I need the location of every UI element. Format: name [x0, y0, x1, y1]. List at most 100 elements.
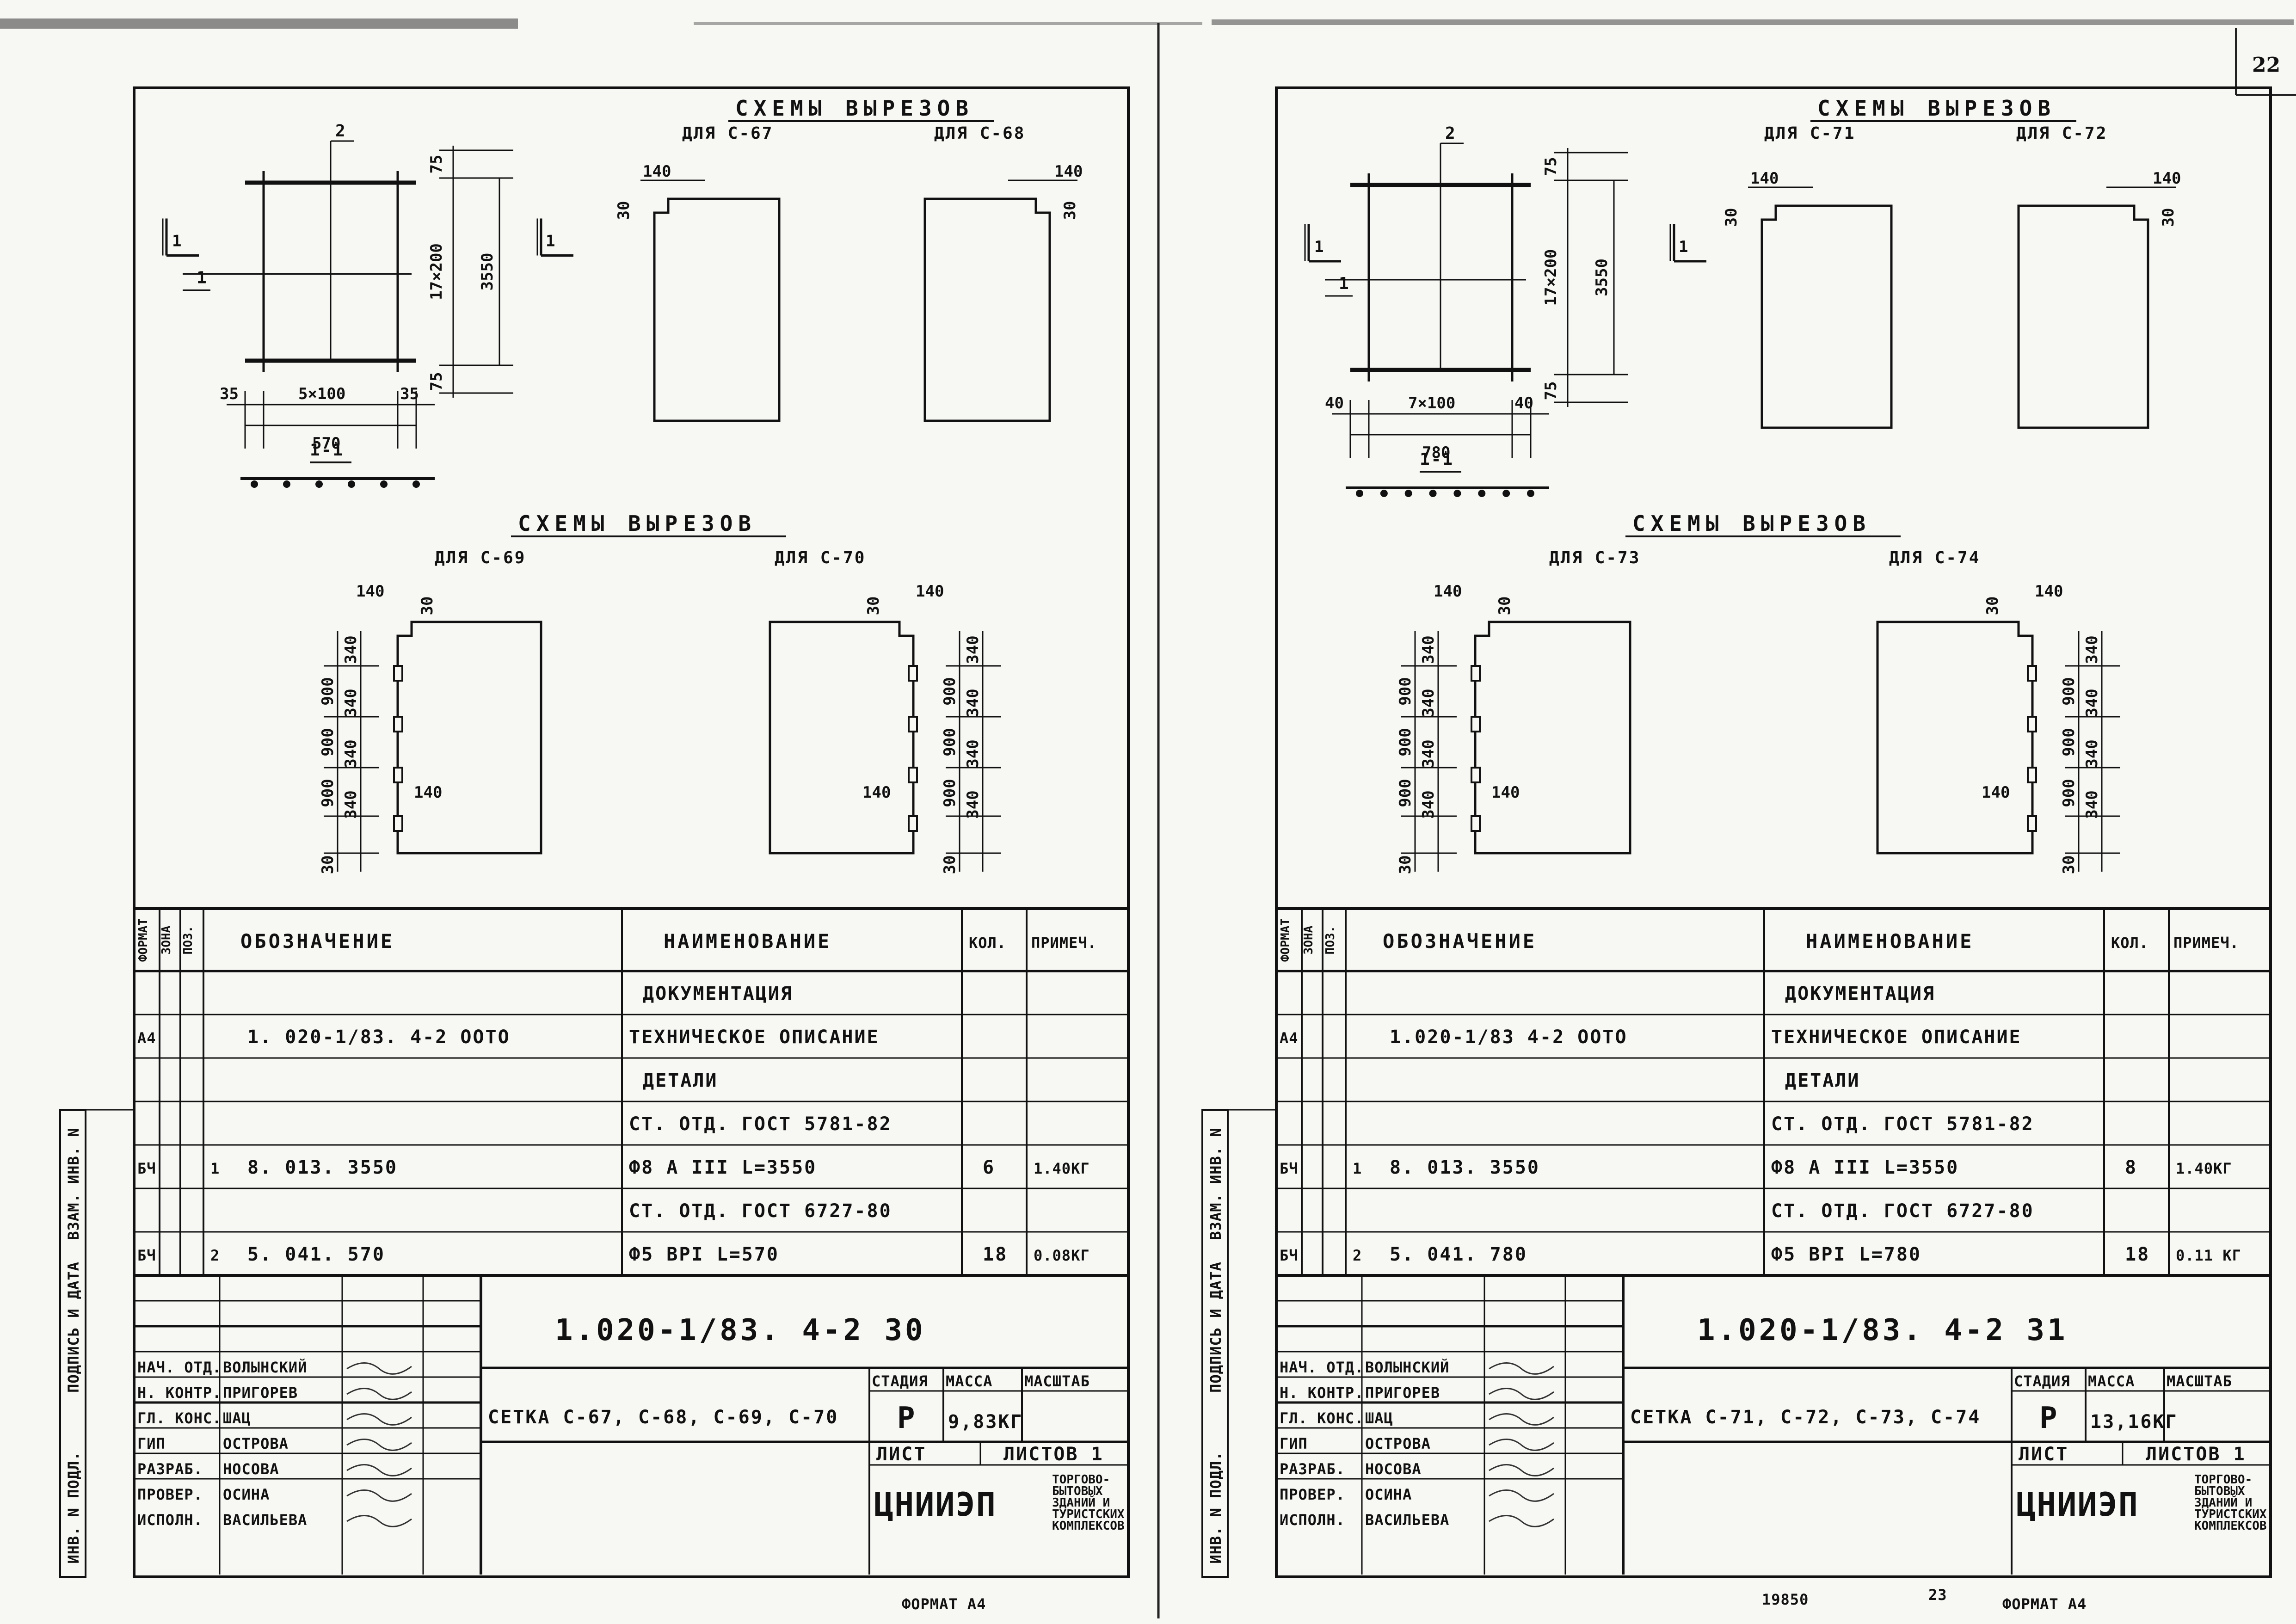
- dim-pitch-900: 900: [319, 677, 337, 705]
- dim-bar-spacing: 5×100: [298, 385, 345, 403]
- table-row: ДЕТАЛИ: [643, 1070, 717, 1091]
- row-note: 1.40КГ: [1034, 1160, 1090, 1177]
- dim-overall-width: 780: [1422, 443, 1450, 462]
- cut-dim-height-d: 30: [1983, 597, 2002, 615]
- stamp-person: ВОЛЫНСКИЙ: [223, 1359, 307, 1376]
- dim-pitch-900: 900: [319, 728, 337, 756]
- header-note: ПРИМЕЧ.: [1031, 934, 1097, 952]
- signature-mark: [346, 1515, 412, 1527]
- stamp-role: НАЧ. ОТД.: [1280, 1359, 1364, 1376]
- stamp-role: РАЗРАБ.: [1280, 1460, 1345, 1478]
- section-rod-dot: [1527, 490, 1534, 497]
- footer-format-left: ФОРМАТ А4: [902, 1595, 986, 1613]
- header-zone: ЗОНА: [160, 925, 173, 954]
- section-rod-dot: [251, 480, 258, 488]
- stamp-role: ГЛ. КОНС.: [1280, 1409, 1364, 1427]
- dim-edge-right: 35: [400, 385, 419, 403]
- dim-bottom-30: 30: [1396, 855, 1415, 874]
- side-notch-d: [908, 665, 918, 682]
- signature-mark: [1489, 1515, 1554, 1527]
- label-mass: МАССА: [2088, 1372, 2135, 1390]
- cut-dim-height-a: 30: [615, 201, 633, 220]
- cutout-panel-c: [396, 621, 542, 855]
- section-rod-dot: [283, 480, 290, 488]
- scan-edge-top: [694, 22, 1202, 25]
- dim-overall-height: 3550: [1593, 258, 1611, 296]
- stamp-role: ПРОВЕР.: [137, 1486, 203, 1503]
- cut-dim-width-b: 140: [2153, 169, 2181, 188]
- cut-dim-width-b: 140: [1054, 162, 1083, 181]
- label-stage: СТАДИЯ: [2014, 1372, 2070, 1390]
- row-qty: 8: [2125, 1157, 2137, 1178]
- stamp-person: ОСИНА: [1365, 1486, 1412, 1503]
- row-format: А4: [137, 1029, 156, 1047]
- org-subtitle: ТУРИСТСКИХ: [1052, 1507, 1125, 1521]
- dim-bar-spacing: 7×100: [1408, 394, 1455, 412]
- cutout-panel-a: [653, 197, 781, 422]
- cut-dim-height-a: 30: [1722, 208, 1741, 227]
- org-subtitle: БЫТОВЫХ: [2194, 1484, 2245, 1498]
- row-note: 1.40КГ: [2176, 1160, 2232, 1177]
- cut-dim-width-d: 140: [2035, 582, 2063, 601]
- position-1-marker: 1: [1339, 274, 1350, 293]
- table-row: СТ. ОТД. ГОСТ 5781-82: [1771, 1113, 2034, 1135]
- cutout-label-b: ДЛЯ С-68: [934, 124, 1025, 143]
- stamp-role: ГИП: [1280, 1435, 1308, 1452]
- cutout-label-d: ДЛЯ С-70: [775, 548, 866, 567]
- page-number: 22: [2252, 53, 2280, 77]
- cutout-panel-d: [769, 621, 915, 855]
- cutout-title-bottom: СХЕМЫ ВЫРЕЗОВ: [518, 511, 757, 536]
- header-name: НАИМЕНОВАНИЕ: [1806, 930, 1974, 953]
- table-row: ДОКУМЕНТАЦИЯ: [1785, 983, 1934, 1004]
- table-row: ДОКУМЕНТАЦИЯ: [643, 983, 792, 1004]
- dim-step-340: 340: [342, 689, 360, 717]
- header-qty: КОЛ.: [2111, 934, 2148, 952]
- value-mass: 9,83КГ: [948, 1411, 1023, 1433]
- side-stamp-label: ВЗАМ. ИНВ. N: [1207, 1127, 1225, 1240]
- cut-dim-notch-c: 140: [414, 783, 442, 802]
- stamp-person: ОСТРОВА: [223, 1435, 289, 1452]
- signature-mark: [1489, 1413, 1554, 1426]
- row-name: СТ. ОТД. ГОСТ 5781-82: [1771, 1113, 2034, 1135]
- dim-step-340: 340: [964, 739, 982, 768]
- position-2-marker: 2: [1445, 124, 1457, 143]
- dim-step-340: 340: [964, 790, 982, 818]
- side-notch-d: [908, 767, 918, 783]
- side-notch-d: [908, 815, 918, 832]
- cut-dim-width-d: 140: [916, 582, 944, 601]
- dim-overall-height: 3550: [478, 253, 497, 291]
- signature-mark: [346, 1489, 412, 1502]
- dim-step-340: 340: [2083, 689, 2101, 717]
- row-designation: 1. 020-1/83. 4-2 ООТО: [247, 1027, 511, 1048]
- cutout-panel-b: [923, 197, 1051, 422]
- dim-step-340: 340: [1419, 739, 1438, 768]
- stamp-role: ИСПОЛН.: [137, 1511, 203, 1529]
- side-stamp-label: ИНВ. N ПОДЛ.: [65, 1451, 82, 1563]
- header-zone: ЗОНА: [1302, 925, 1316, 954]
- stamp-role: ИСПОЛН.: [1280, 1511, 1345, 1529]
- dim-step-340: 340: [2083, 739, 2101, 768]
- row-qty: 18: [983, 1244, 1008, 1265]
- side-notch-d: [908, 716, 918, 732]
- header-name: НАИМЕНОВАНИЕ: [664, 930, 831, 953]
- label-scale: МАСШТАБ: [1024, 1372, 1090, 1390]
- side-notch-c: [393, 665, 403, 682]
- side-stamp-label: ВЗАМ. ИНВ. N: [65, 1127, 82, 1240]
- footer-page-mark: 23: [1928, 1586, 1947, 1604]
- cut-dim-height-c: 30: [1496, 597, 1514, 615]
- dim-pitch-900: 900: [2060, 779, 2078, 807]
- footer-archive-no: 19850: [1762, 1591, 1809, 1608]
- section-rod-dot: [315, 480, 323, 488]
- cut-dim-height-b: 30: [2159, 208, 2178, 227]
- section-arrow-label-left: 1: [1314, 238, 1323, 256]
- section-rod-dot: [1429, 490, 1437, 497]
- section-rod-dot: [1502, 490, 1510, 497]
- dim-top-75: 75: [427, 155, 446, 174]
